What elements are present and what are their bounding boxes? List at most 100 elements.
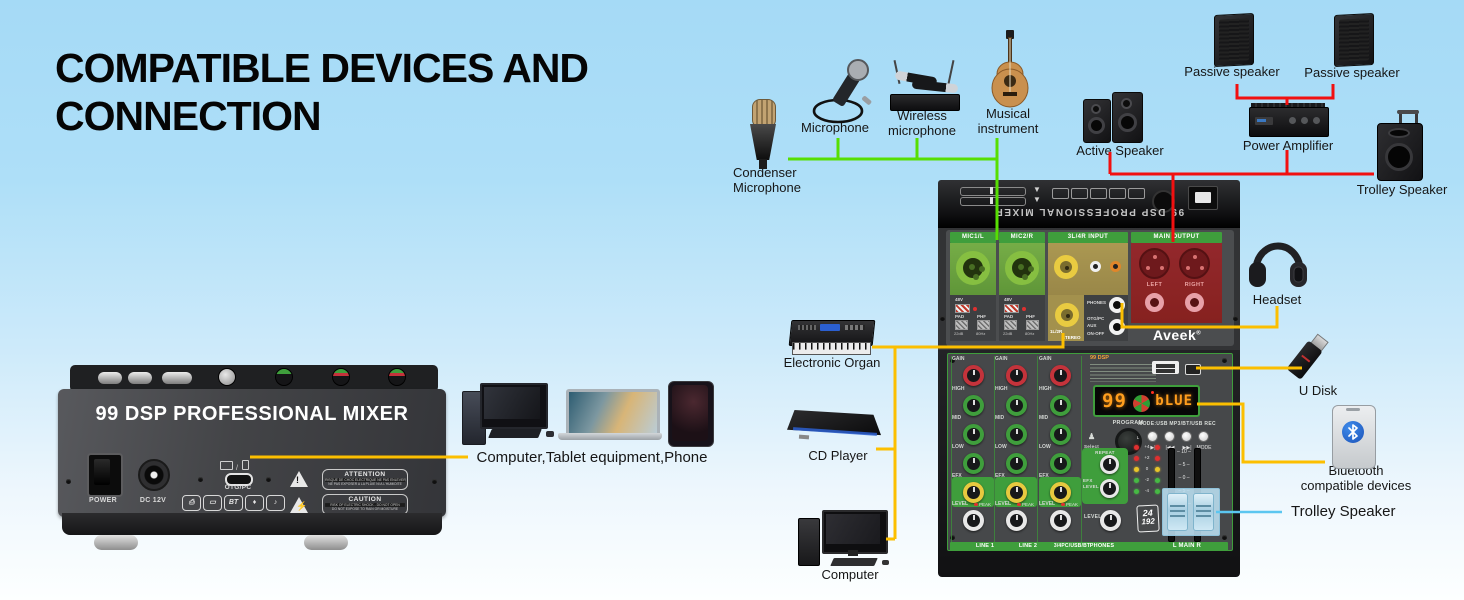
master-level-knob xyxy=(1100,510,1121,531)
stereo-jack-area: 1L/2R STEREO xyxy=(1048,295,1084,341)
channel-2-gain-knob xyxy=(1006,365,1027,386)
page-title: COMPATIBLE DEVICES AND CONNECTION xyxy=(55,44,735,141)
aux-mini-port xyxy=(1185,364,1201,375)
aux-jack xyxy=(1109,319,1125,335)
meter-led-left xyxy=(1134,467,1139,472)
cd-player-image xyxy=(787,410,881,448)
peak-led: PEAK xyxy=(1061,502,1078,507)
next-button xyxy=(1181,431,1192,442)
pc-group-label: Computer,Tablet equipment,Phone xyxy=(476,449,708,466)
page-title-line2: CONNECTION xyxy=(55,93,322,140)
page-title-line1: COMPATIBLE DEVICES AND xyxy=(55,45,589,91)
channel-1-gain-knob xyxy=(963,365,984,386)
knob-label-gain: GAIN xyxy=(995,356,1008,362)
program-label: PROGRAM xyxy=(1112,420,1144,426)
stereo-trs-jack xyxy=(1055,303,1079,327)
mixer-top-edge: ▼ ▼ 99 DSP PROFESSIONAL MIXER xyxy=(938,180,1240,228)
meter-led-right xyxy=(1155,467,1160,472)
phones-jack xyxy=(1109,297,1125,313)
main-faders-highlight xyxy=(1162,488,1220,536)
active-speaker-label: Active Speaker xyxy=(1076,143,1164,158)
mic1-jack-area xyxy=(950,243,996,295)
shock-warning-icon: ⚡ xyxy=(290,497,308,513)
main-output-left-xlr xyxy=(1139,248,1170,279)
active-speaker-image xyxy=(1083,92,1143,145)
caution-title: CAUTION xyxy=(348,496,382,503)
knob-label-high: HIGH xyxy=(1039,386,1052,392)
knob-label-mid: MID xyxy=(1039,415,1049,421)
channel-1-low-knob xyxy=(963,453,984,474)
display-program-number: 99 xyxy=(1102,390,1127,412)
transport-label: ▶| xyxy=(1150,445,1156,451)
mic2-combo-jack xyxy=(1005,251,1039,285)
meter-scale-label: -4 xyxy=(1144,488,1149,493)
knob-label-mid: MID xyxy=(995,415,1005,421)
knob-label-efx: EFX xyxy=(1039,473,1049,479)
headset-image xyxy=(1247,232,1309,292)
meter-left-label: L xyxy=(1136,435,1140,440)
channel-1-level-knob xyxy=(963,510,984,531)
u-disk-label: U Disk xyxy=(1298,383,1338,398)
repeat-efx-section: REPEAT EFX LEVEL xyxy=(1082,448,1128,504)
mode-row-title: MODE:USB MP3/BT/USB REC xyxy=(1138,421,1216,427)
fader-scale-label: ‒ 5 ‒ xyxy=(1178,462,1190,468)
bluetooth-phone-image xyxy=(1332,405,1376,469)
trolley-speaker-bottom-label: Trolley Speaker xyxy=(1291,503,1396,520)
bottom-label-2: LINE 2 xyxy=(1018,543,1038,549)
fader-scale-label: ‒ 0 ‒ xyxy=(1178,475,1190,481)
main-left-jack xyxy=(1145,293,1164,312)
bottom-label-4: PHONES xyxy=(1089,543,1115,549)
computer-icon: ▭ xyxy=(203,495,222,511)
main-output-header: MAIN OUTPUT xyxy=(1131,232,1222,243)
rca-orange-jack xyxy=(1110,261,1121,272)
meter-scale-label: +2 xyxy=(1144,455,1150,460)
knob-label-level: LEVEL xyxy=(1039,501,1056,507)
passive-speaker-right-image xyxy=(1334,12,1374,68)
meter-led-left xyxy=(1134,478,1139,483)
power-amplifier-label: Power Amplifier xyxy=(1242,138,1334,153)
rear-mixer-top-edge xyxy=(70,365,438,392)
channel-1-mid-knob xyxy=(963,424,984,445)
knob-label-high: HIGH xyxy=(995,386,1008,392)
knob-label-efx: EFX xyxy=(952,473,962,479)
computer-image xyxy=(798,510,892,570)
channel-2-efx-knob xyxy=(1006,482,1027,503)
transport-label: ▶▶| xyxy=(1182,445,1192,451)
power-amplifier-image xyxy=(1249,103,1329,139)
bottom-label-3: 3/4PC/USB/BT xyxy=(1053,543,1091,549)
knob-label-gain: GAIN xyxy=(952,356,965,362)
prev-button xyxy=(1164,431,1175,442)
meter-led-left xyxy=(1134,489,1139,494)
main-output-jack-area: LEFT RIGHT xyxy=(1131,243,1222,323)
knob-label-mid: MID xyxy=(952,415,962,421)
condenser-microphone-image xyxy=(744,99,782,171)
channel-2-high-knob xyxy=(1006,395,1027,416)
main-right-jack xyxy=(1185,293,1204,312)
program-knob xyxy=(1115,428,1142,455)
channel-3-high-knob xyxy=(1050,395,1071,416)
phones-aux-area: PHONES OTG/PC AUX ON-OFF xyxy=(1084,295,1128,341)
dc-power-jack xyxy=(138,459,170,491)
mixer-top-edge-title: 99 DSP PROFESSIONAL MIXER xyxy=(993,206,1185,217)
power-switch xyxy=(87,453,123,497)
channel-2-low-knob xyxy=(1006,453,1027,474)
mic1-header: MIC1/L xyxy=(950,232,996,243)
mic1-switch-area: 48V PAD PHF 22dB 80Hz xyxy=(950,295,996,341)
meter-right-label: R xyxy=(1152,435,1156,440)
color-wheel-icon xyxy=(1133,391,1154,412)
select-icon: ♟ xyxy=(1088,432,1096,441)
meter-scale-label: +4 xyxy=(1144,444,1150,449)
knob-label-low: LOW xyxy=(1039,444,1051,450)
usb-a-port xyxy=(1152,361,1179,374)
channel-1-efx-knob xyxy=(963,482,984,503)
passive-speaker-right-label: Passive speaker xyxy=(1304,65,1400,80)
main-fader-left xyxy=(1167,493,1188,531)
cd-player-label: CD Player xyxy=(808,448,868,463)
meter-led-right xyxy=(1155,489,1160,494)
wireless-microphone-image xyxy=(888,60,962,112)
led-display: 99 bLUE xyxy=(1093,385,1200,417)
